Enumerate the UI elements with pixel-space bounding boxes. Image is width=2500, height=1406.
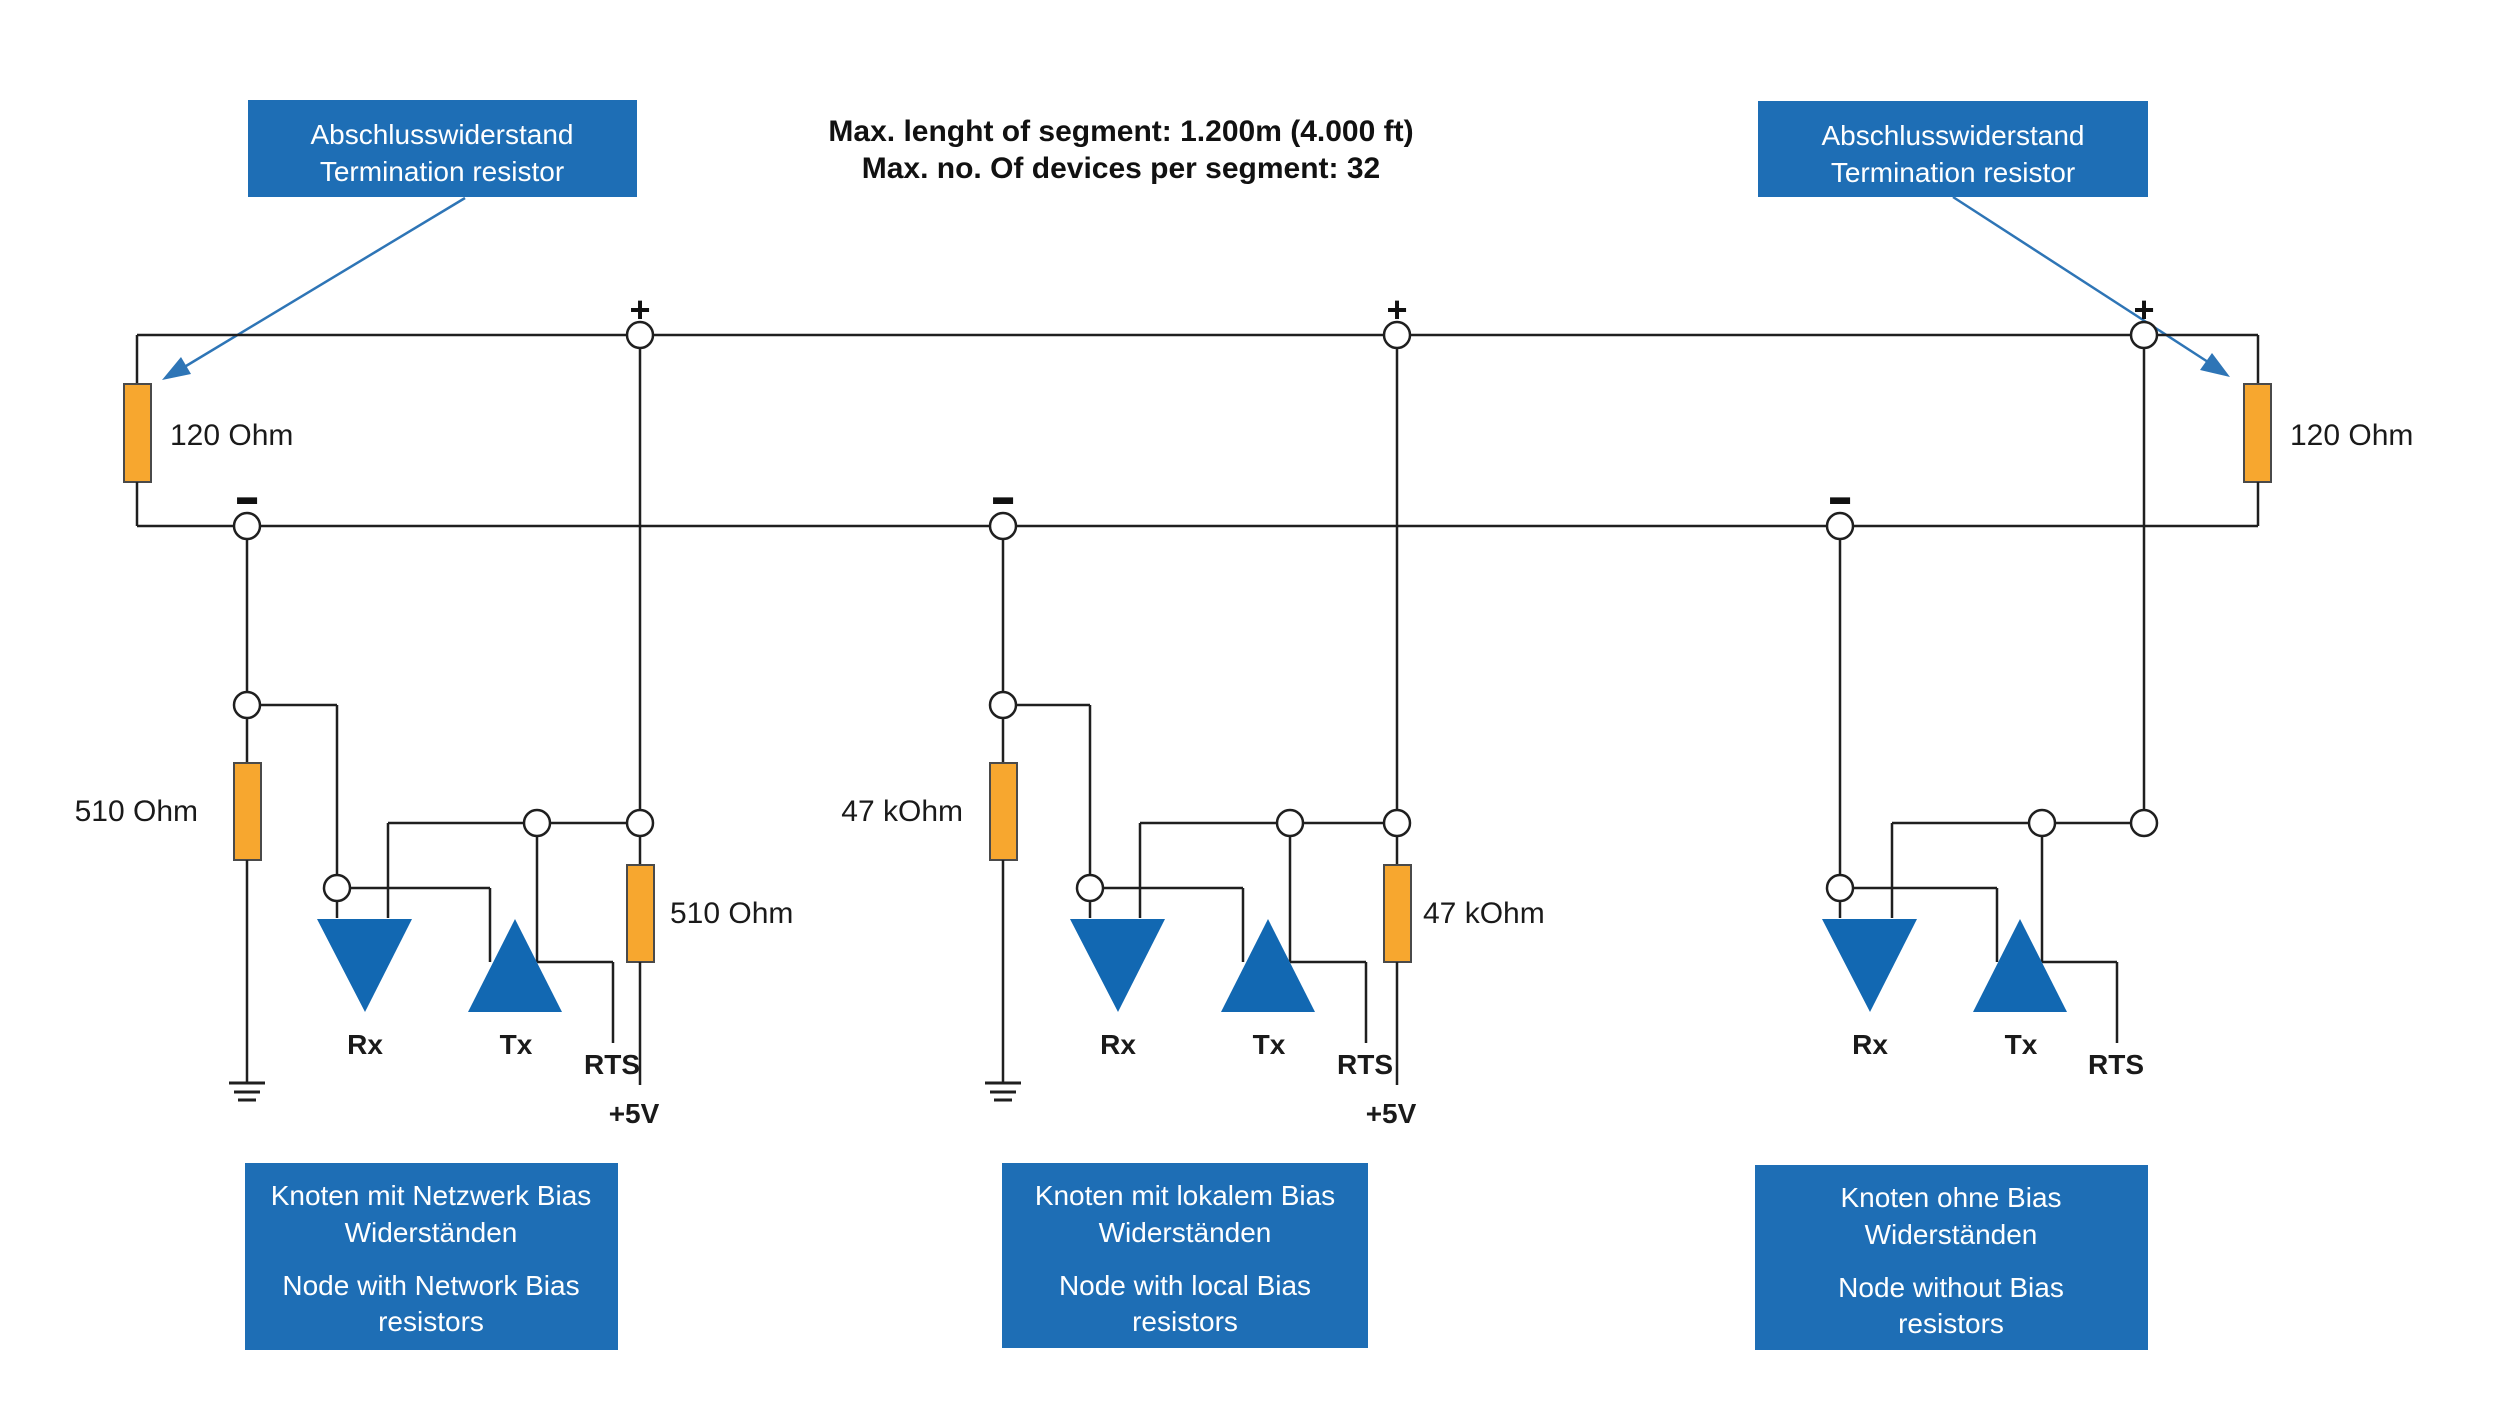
rts-label: RTS [584,1049,640,1080]
bus-minus-tap-1: − [232,481,262,541]
minus-label: − [237,482,257,520]
description-line4: resistors [1898,1308,2004,1339]
node1-description-box: Knoten mit Netzwerk Bias Widerständen No… [245,1163,618,1350]
junction-circle [322,873,352,903]
description-line1: Knoten mit lokalem Bias [1035,1180,1335,1211]
description-line1: Knoten ohne Bias [1840,1182,2061,1213]
pullup-resistor [626,864,655,963]
callout-line2: Termination resistor [1831,157,2075,188]
callout-arrowhead-icon [2200,353,2230,377]
plus-label: + [629,289,650,330]
header-line2: Max. no. Of devices per segment: 32 [862,152,1381,185]
tx-label: Tx [2005,1029,2038,1060]
description-line2: Widerständen [345,1217,518,1248]
rx-receiver-icon [1822,919,1917,1012]
pullup-resistor-label: 510 Ohm [670,897,793,930]
bus-tap-circle [2129,320,2159,350]
ground-icon [229,1081,265,1102]
plus5v-label: +5V [1366,1098,1417,1129]
description-line2: Widerständen [1099,1217,1272,1248]
node2-description-box: Knoten mit lokalem Bias Widerständen Nod… [1002,1163,1368,1348]
pulldown-resistor [989,762,1018,861]
pulldown-resistor [233,762,262,861]
callout-line2: Termination resistor [320,156,564,187]
junction-circle [2027,808,2057,838]
junction-circle [232,690,262,720]
description-box [1755,1165,2148,1350]
description-line3: Node with local Bias [1059,1270,1311,1301]
pulldown-resistor-label: 47 kOhm [841,795,963,828]
description-box [245,1163,618,1350]
pullup-resistor-label: 47 kOhm [1423,897,1545,930]
termination-resistor-right [2243,383,2272,483]
plus-label: + [1386,289,1407,330]
tx-label: Tx [500,1029,533,1060]
rx-label: Rx [1852,1029,1888,1060]
tx-driver-icon [468,919,562,1012]
termination-resistor-right-label: 120 Ohm [2290,419,2413,452]
junction-circle [1825,873,1855,903]
description-line2: Widerständen [1865,1219,2038,1250]
junction-circle [1075,873,1105,903]
description-line1: Knoten mit Netzwerk Bias [271,1180,592,1211]
rx-label: Rx [347,1029,383,1060]
node3-description-box: Knoten ohne Bias Widerständen Node witho… [1755,1165,2148,1350]
rts-label: RTS [1337,1049,1393,1080]
plus5v-label: +5V [609,1098,660,1129]
callout-line1: Abschlusswiderstand [310,119,573,150]
callout-arrowhead-icon [162,357,191,380]
bus-tap-circle [232,511,262,541]
callout-line1: Abschlusswiderstand [1821,120,2084,151]
callout-arrow-line [185,196,466,368]
bus-tap-circle [1825,511,1855,541]
tx-driver-icon [1973,919,2067,1012]
node1-network-bias: 510 Ohm RTS 510 Ohm +5V Rx Tx [75,539,793,1129]
bus-minus-tap-2: − [988,481,1018,541]
junction-circle [988,690,1018,720]
description-box [1002,1163,1368,1348]
bus-minus-tap-3: − [1825,481,1855,541]
description-line3: Node without Bias [1838,1272,2064,1303]
junction-circle [625,808,655,838]
bus-tap-circle [988,511,1018,541]
pulldown-resistor-label: 510 Ohm [75,795,198,828]
header: Max. lenght of segment: 1.200m (4.000 ft… [828,115,1413,185]
bus-plus-tap-1: + [625,289,655,810]
rx-receiver-icon [317,919,412,1012]
bus-plus-tap-3: + [2129,289,2159,810]
description-line4: resistors [378,1306,484,1337]
description-line4: resistors [1132,1306,1238,1337]
header-line1: Max. lenght of segment: 1.200m (4.000 ft… [828,115,1413,148]
node3-no-bias: RTS Rx Tx [1822,539,2159,1080]
bus-tap-circle [1382,320,1412,350]
rx-label: Rx [1100,1029,1136,1060]
termination-resistor-left [123,383,152,483]
termination-callout-right: Abschlusswiderstand Termination resistor [1758,101,2230,377]
rx-receiver-icon [1070,919,1165,1012]
junction-circle [1275,808,1305,838]
callout-arrow-line [1952,195,2209,364]
bus-tap-circle [625,320,655,350]
ground-icon [985,1081,1021,1102]
plus-label: + [2133,289,2154,330]
pullup-resistor [1383,864,1412,963]
termination-callout-left: Abschlusswiderstand Termination resistor [162,100,637,380]
callout-box [248,100,637,197]
junction-circle [2129,808,2159,838]
minus-label: − [1830,482,1850,520]
bus: 120 Ohm 120 Ohm + + + − − [123,289,2413,810]
minus-label: − [993,482,1013,520]
junction-circle [1382,808,1412,838]
description-line3: Node with Network Bias [282,1270,579,1301]
node2-local-bias: 47 kOhm RTS 47 kOhm +5V Rx Tx [841,539,1545,1129]
tx-label: Tx [1253,1029,1286,1060]
bus-plus-tap-2: + [1382,289,1412,810]
termination-resistor-left-label: 120 Ohm [170,419,293,452]
junction-circle [522,808,552,838]
callout-box [1758,101,2148,197]
rts-label: RTS [2088,1049,2144,1080]
tx-driver-icon [1221,919,1315,1012]
